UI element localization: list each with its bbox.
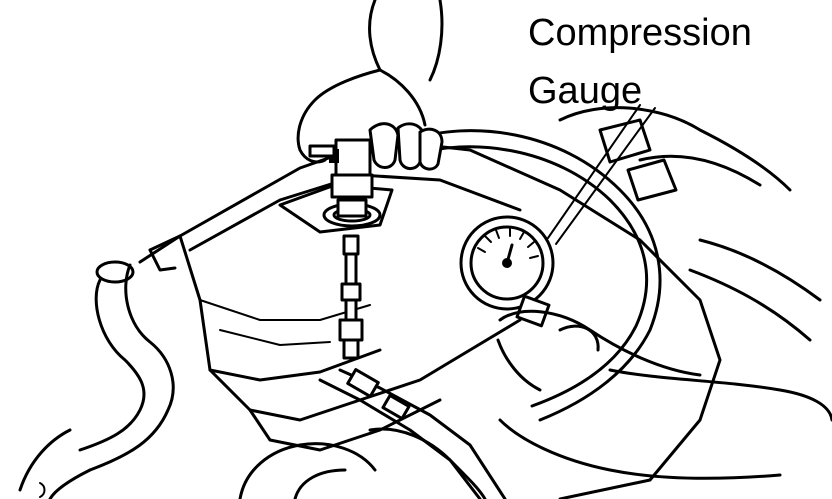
callout-label-line1: Compression [528, 12, 752, 54]
right-upper-hand [558, 106, 822, 342]
left-hose [18, 260, 175, 499]
callout-leaders [547, 104, 656, 245]
compression-gauge [459, 215, 555, 328]
compression-adapter [308, 138, 382, 360]
plug-well-plate [278, 183, 394, 234]
gauge-ticks [477, 227, 539, 259]
callout-label-line2: Gauge [528, 70, 643, 112]
bottom-hand [238, 427, 487, 499]
bottom-pipe [318, 368, 507, 499]
top-hand [296, 0, 444, 171]
lower-right-hand [496, 309, 832, 480]
gauge-hose [408, 129, 662, 422]
stray-mark [39, 482, 46, 498]
